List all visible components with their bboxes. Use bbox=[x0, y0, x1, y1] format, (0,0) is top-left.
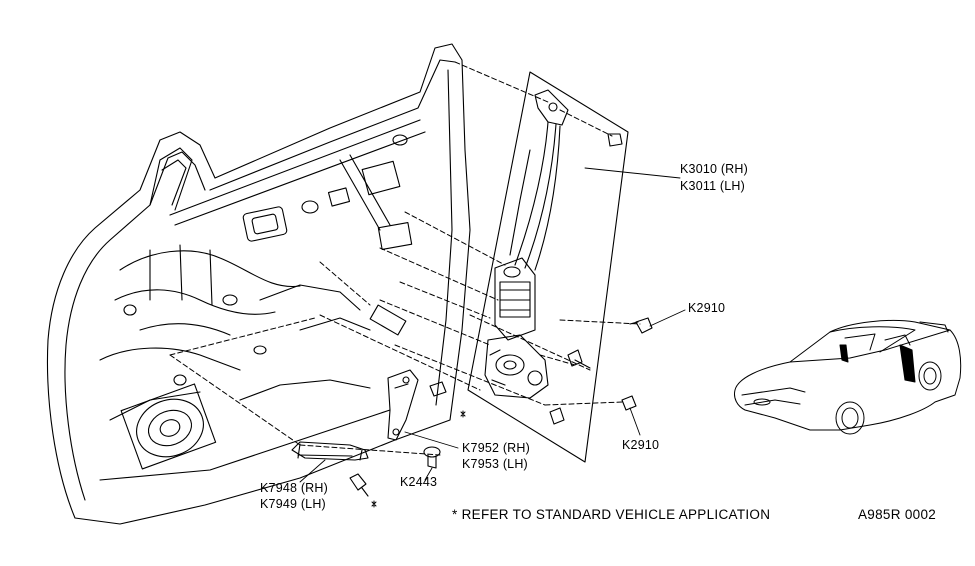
bolt-k7948 bbox=[350, 474, 368, 496]
label-k7953: K7953 (LH) bbox=[462, 457, 528, 471]
assembly-guide-lines bbox=[170, 62, 640, 455]
fasteners bbox=[350, 134, 652, 496]
footnote: * REFER TO STANDARD VEHICLE APPLICATION bbox=[452, 507, 771, 522]
bolt-k2910-lower bbox=[622, 396, 636, 410]
label-k7949: K7949 (LH) bbox=[260, 497, 326, 511]
vehicle-thumbnail bbox=[734, 320, 960, 434]
bolt-k7952 bbox=[430, 382, 446, 396]
bolt-mid bbox=[568, 350, 590, 368]
label-k2910-upper: K2910 bbox=[688, 301, 726, 315]
asterisk-markers bbox=[372, 411, 465, 507]
window-regulator bbox=[485, 90, 568, 398]
diagram-code: A985R 0002 bbox=[858, 507, 937, 522]
label-k7952: K7952 (RH) bbox=[462, 441, 530, 455]
label-k2443: K2443 bbox=[400, 475, 438, 489]
bolt-k2910-upper bbox=[630, 318, 652, 333]
regulator-outline-frame bbox=[468, 72, 628, 462]
label-k2910-lower: K2910 bbox=[622, 438, 660, 452]
label-k3011: K3011 (LH) bbox=[680, 179, 745, 193]
bolt-low bbox=[550, 408, 564, 424]
bracket-k7952 bbox=[388, 370, 418, 440]
door-inner-panel bbox=[47, 44, 470, 524]
leader-lines bbox=[300, 168, 685, 482]
label-k7948: K7948 (RH) bbox=[260, 481, 328, 495]
label-k3010: K3010 (RH) bbox=[680, 162, 748, 176]
bolt-top bbox=[608, 134, 622, 146]
screw-k2443 bbox=[424, 447, 440, 468]
guide-k7948 bbox=[292, 442, 368, 460]
